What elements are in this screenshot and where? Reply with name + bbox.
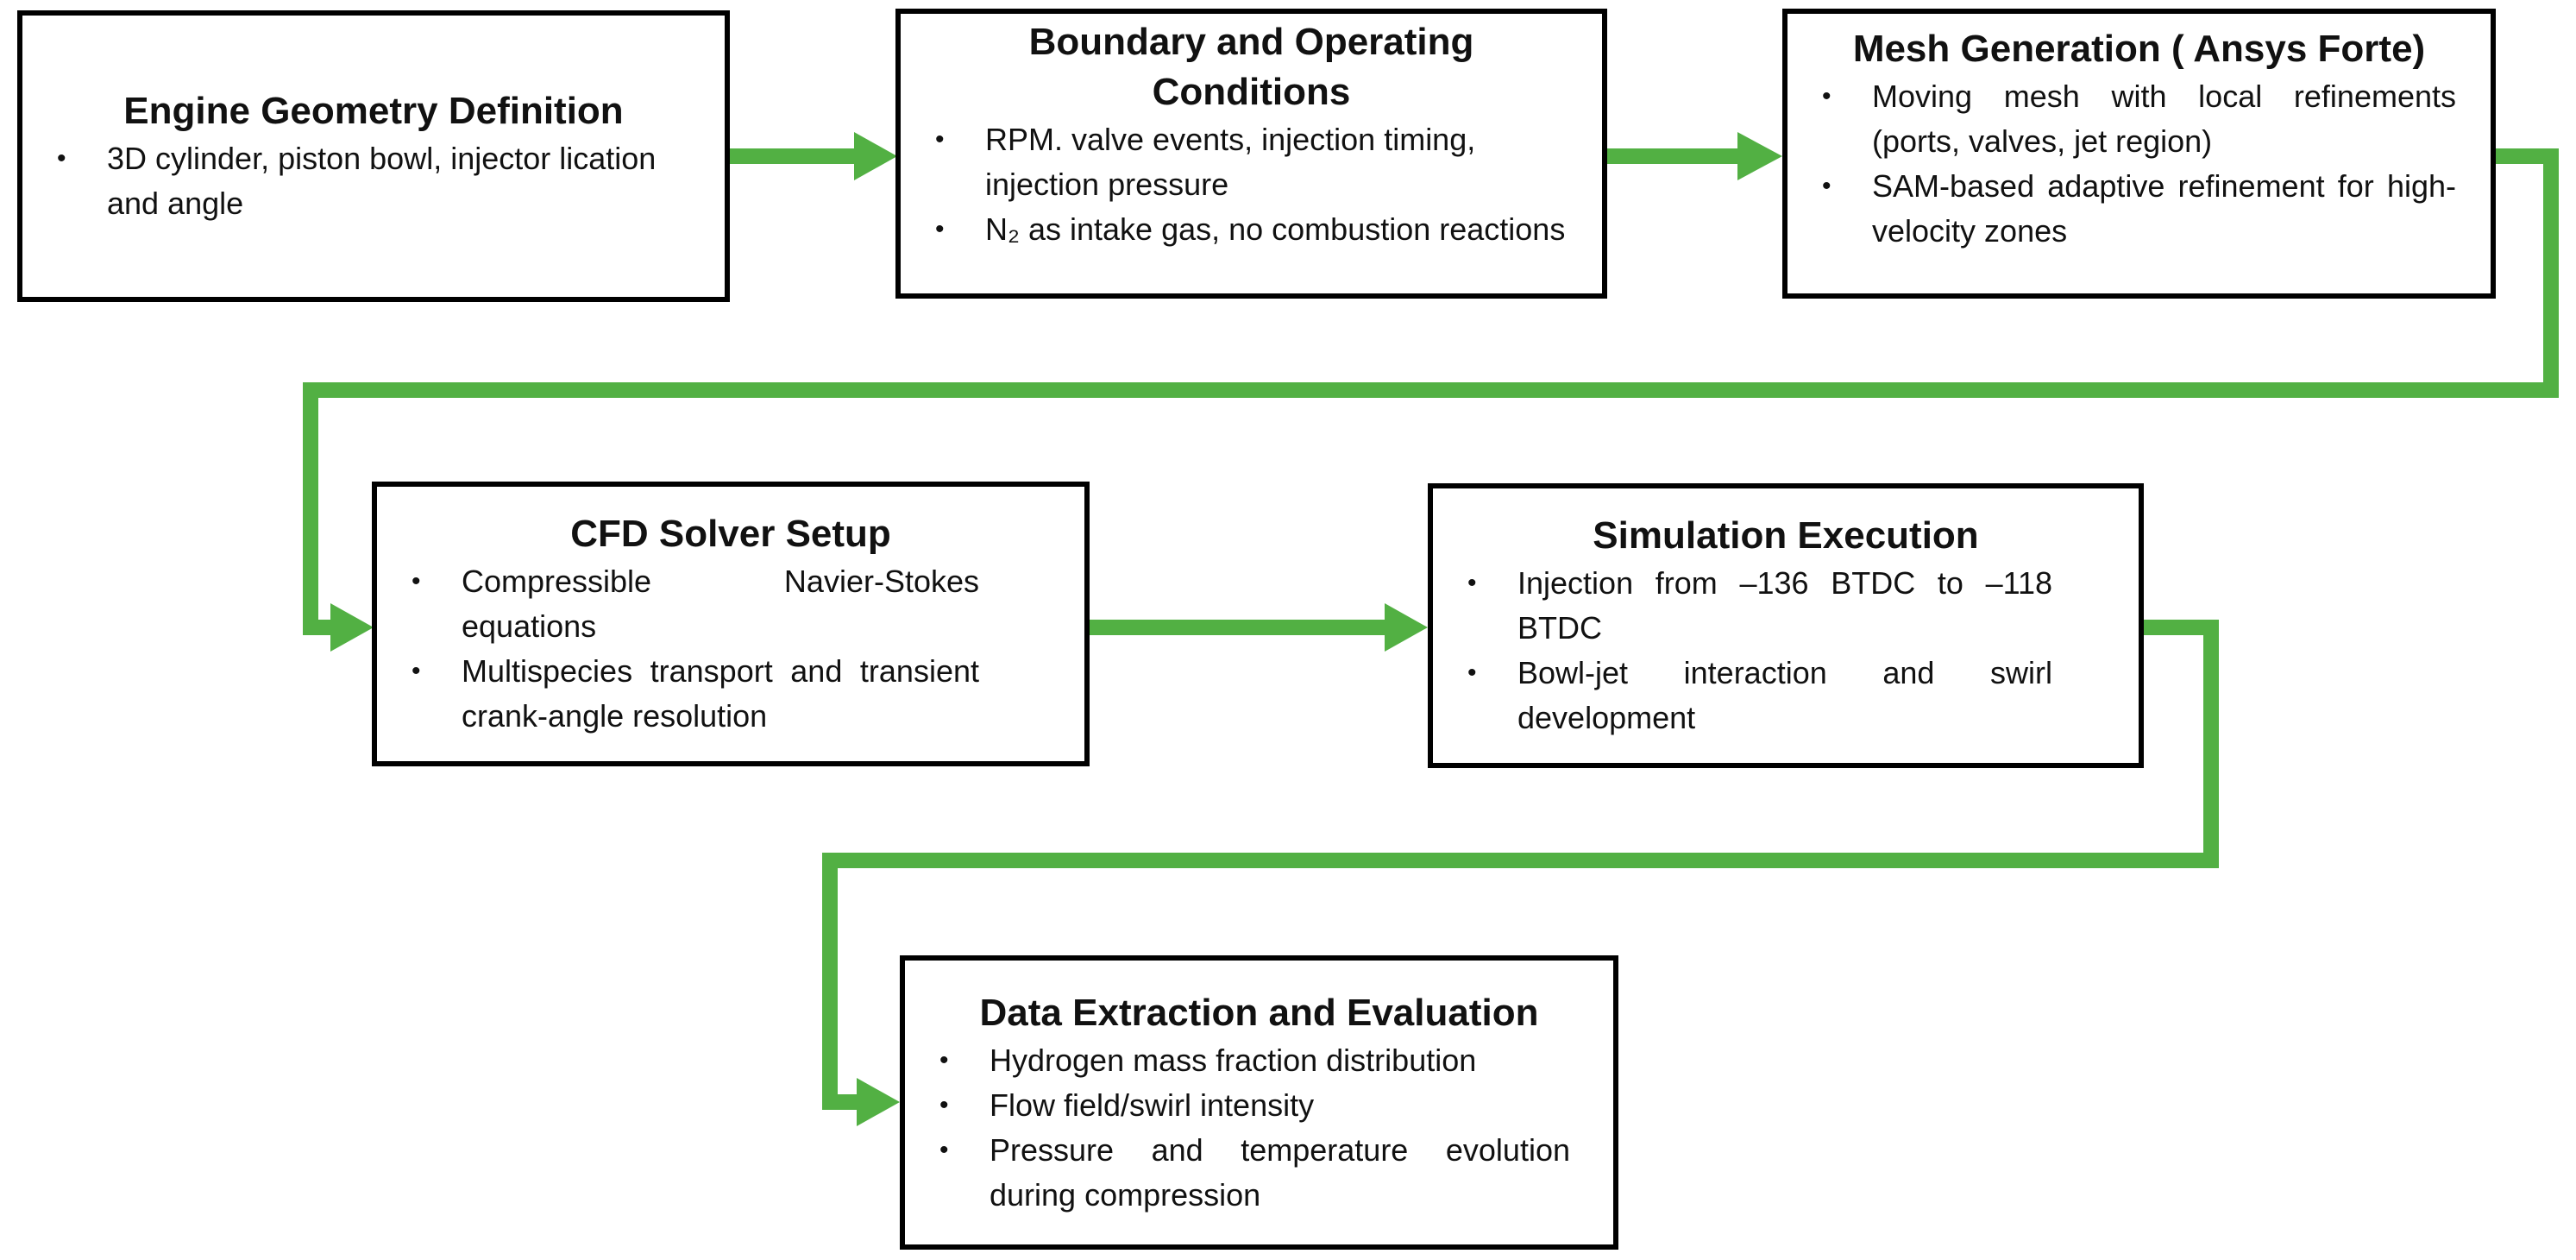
box-title-simulation-execution: Simulation Execution: [1593, 514, 1979, 557]
flow-box-data-extraction-evaluation: Data Extraction and Evaluation • Hydroge…: [900, 955, 1618, 1250]
bullet-dot-icon: •: [412, 567, 421, 595]
bullet-text: N₂ as intake gas, no combustion reaction…: [985, 211, 1566, 247]
bullet-text: Injection from –136 BTDC to –118 BTDC: [1517, 565, 2052, 646]
bullet-dot-icon: •: [939, 1045, 949, 1074]
bullet-text: Hydrogen mass fraction distribution: [990, 1042, 1477, 1078]
bullet-item: • Moving mesh with local refinements (po…: [1810, 74, 2456, 164]
bullet-list: • Hydrogen mass fraction distribution • …: [905, 1038, 1613, 1218]
bullet-list: • Compressible Navier-Stokes equations •…: [377, 559, 1084, 739]
bullet-text: Pressure and temperature evolution durin…: [990, 1131, 1570, 1213]
bullet-text: Bowl-jet interaction and swirl developme…: [1517, 655, 2052, 735]
bullet-item: • SAM-based adaptive refinement for high…: [1810, 164, 2456, 254]
bullet-list: • RPM. valve events, injection timing, i…: [901, 117, 1602, 252]
bullet-item: • Multispecies transport and transient c…: [399, 649, 979, 739]
box-title-data-extraction: Data Extraction and Evaluation: [979, 991, 1539, 1034]
bullet-dot-icon: •: [939, 1135, 949, 1164]
bullet-dot-icon: •: [412, 657, 421, 685]
flow-box-simulation-execution: Simulation Execution • Injection from –1…: [1428, 483, 2144, 768]
connector-simulation-to-data-shaft: [822, 620, 2219, 1110]
bullet-list: • Moving mesh with local refinements (po…: [1787, 74, 2491, 254]
flow-box-mesh-generation: Mesh Generation ( Ansys Forte) • Moving …: [1782, 9, 2496, 299]
connector-mesh-to-solver-head-icon: [330, 603, 374, 652]
bullet-text: Moving mesh with local refinements (port…: [1872, 79, 2456, 159]
bullet-dot-icon: •: [1822, 172, 1831, 200]
connector-simulation-to-data-head-icon: [857, 1078, 900, 1126]
bullet-text: 3D cylinder, piston bowl, injector licat…: [107, 141, 657, 221]
bullet-item: • Bowl-jet interaction and swirl develop…: [1455, 651, 2052, 740]
bullet-dot-icon: •: [1467, 658, 1477, 687]
bullet-dot-icon: •: [1822, 82, 1831, 110]
bullet-dot-icon: •: [935, 215, 945, 243]
arrow-boundary-to-mesh-head-icon: [1737, 132, 1782, 180]
arrow-solver-to-simulation-head-icon: [1385, 603, 1428, 652]
bullet-item: • RPM. valve events, injection timing, i…: [923, 117, 1568, 207]
flow-box-cfd-solver-setup: CFD Solver Setup • Compressible Navier-S…: [372, 482, 1090, 766]
box-title-boundary-operating: Boundary and Operating Conditions: [1028, 21, 1474, 113]
bullet-dot-icon: •: [939, 1090, 949, 1119]
bullet-text: Compressible Navier-Stokes equations: [462, 564, 979, 644]
bullet-dot-icon: •: [1467, 569, 1477, 597]
box-title-mesh-generation: Mesh Generation ( Ansys Forte): [1852, 28, 2426, 70]
bullet-item: • 3D cylinder, piston bowl, injector lic…: [45, 136, 690, 226]
flow-box-engine-geometry: Engine Geometry Definition • 3D cylinder…: [17, 10, 730, 302]
bullet-dot-icon: •: [935, 125, 945, 154]
bullet-list: • 3D cylinder, piston bowl, injector lic…: [22, 136, 725, 226]
bullet-text: Multispecies transport and transient cra…: [462, 653, 979, 734]
bullet-item: • Flow field/swirl intensity: [927, 1083, 1570, 1128]
bullet-text: Flow field/swirl intensity: [990, 1087, 1315, 1123]
bullet-item: • Injection from –136 BTDC to –118 BTDC: [1455, 561, 2052, 651]
bullet-item: • Hydrogen mass fraction distribution: [927, 1038, 1570, 1083]
bullet-item: • Pressure and temperature evolution dur…: [927, 1128, 1570, 1218]
bullet-dot-icon: •: [57, 144, 66, 173]
bullet-item: • N₂ as intake gas, no combustion reacti…: [923, 207, 1568, 252]
box-title-engine-geometry: Engine Geometry Definition: [123, 90, 624, 132]
flow-box-boundary-operating-conditions: Boundary and Operating Conditions • RPM.…: [895, 9, 1607, 299]
box-title-cfd-solver-setup: CFD Solver Setup: [570, 513, 891, 555]
arrow-engine-to-boundary-head-icon: [854, 132, 897, 180]
bullet-item: • Compressible Navier-Stokes equations: [399, 559, 979, 649]
bullet-text: SAM-based adaptive refinement for high-v…: [1872, 168, 2456, 249]
connector-mesh-to-solver-shaft: [303, 148, 2559, 635]
bullet-list: • Injection from –136 BTDC to –118 BTDC …: [1433, 561, 2139, 740]
bullet-text: RPM. valve events, injection timing, inj…: [985, 122, 1476, 202]
